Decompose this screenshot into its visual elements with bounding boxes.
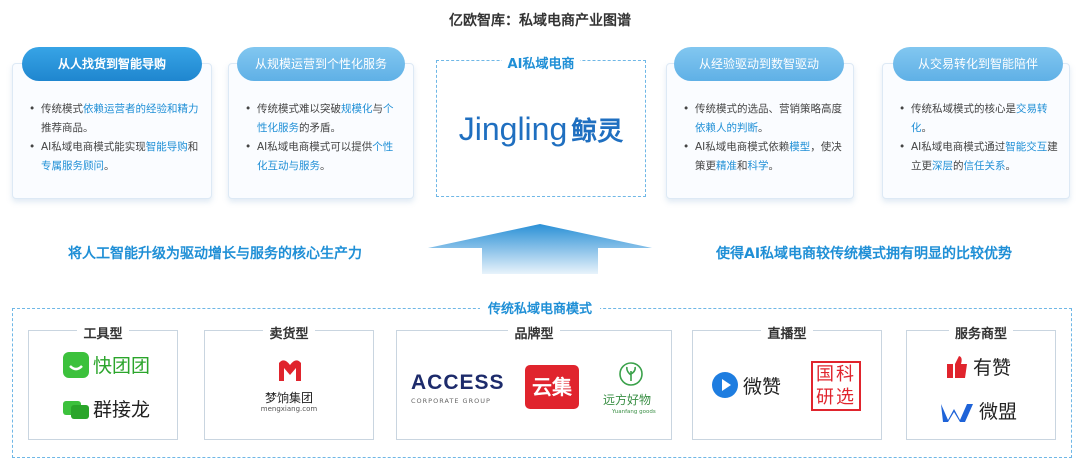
yuanfang-name: 远方好物 [603,393,652,407]
card-3-bullet-1: 传统模式的选品、营销策略高度依赖人的判断。 [681,100,843,138]
card-2-bullet-2: AI私域电商模式可以提供个性化互动与服务。 [243,138,403,176]
qunjielong-icon [63,400,89,419]
weizan-logo: 微赞 [711,371,781,399]
mengxiang-name: 梦饷集团 [264,391,313,405]
qunjielong-logo: 群接龙 [63,395,150,422]
card-2-bullet-1: 传统模式难以突破规模化与个性化服务的矛盾。 [243,100,403,138]
bottom-title: 传统私域电商模式 [479,302,600,317]
card-4-bullet-2: AI私域电商模式通过智能交互建立更深层的信任关系。 [897,138,1059,176]
yuanfang-icon [619,362,643,386]
card-header-4: 从交易转化到智能陪伴 [893,47,1063,81]
card-1: 传统模式依赖运营者的经验和精力推荐商品。 AI私域电商模式能实现智能导购和专属服… [12,63,212,199]
category-brand: 品牌型 ACCESS CORPORATE GROUP 云集 远方好物 Yuanf… [396,327,672,440]
category-live-label: 直播型 [761,327,813,342]
card-1-bullet-2: AI私域电商模式能实现智能导购和专属服务顾问。 [27,138,201,176]
card-3: 传统模式的选品、营销策略高度依赖人的判断。 AI私域电商模式依赖模型，使决策更精… [666,63,854,199]
category-seller: 卖货型 梦饷集团 mengxiang.com [204,327,374,440]
weizan-icon [712,372,738,398]
mid-right-text: 使得AI私域电商较传统模式拥有明显的比较优势 [716,246,1013,262]
yunji-logo: 云集 [525,365,579,409]
card-4-bullet-1: 传统私域模式的核心是交易转化。 [897,100,1059,138]
card-1-bullet-1: 传统模式依赖运营者的经验和精力推荐商品。 [27,100,201,138]
youzan-icon [947,355,967,378]
category-brand-label: 品牌型 [508,327,560,342]
access-subtitle: CORPORATE GROUP [411,397,491,405]
guokeyanxuan-logo: 国科研选 [811,361,861,411]
category-service-label: 服务商型 [948,327,1013,342]
category-service: 服务商型 有赞 微盟 [906,327,1056,440]
jingling-logo-cn: 鲸灵 [571,116,624,146]
yuanfang-subtitle: Yuanfang goods [612,409,656,415]
weimeng-logo: 微盟 [941,397,1017,424]
category-live: 直播型 微赞 国科研选 [692,327,882,440]
card-header-1: 从人找货到智能导购 [22,47,202,81]
center-title: AI私域电商 [501,57,581,72]
category-tool-label: 工具型 [77,327,129,342]
mengxiang-icon [279,360,301,381]
kuaituantuan-logo: 快团团 [63,351,150,378]
card-4: 传统私域模式的核心是交易转化。 AI私域电商模式通过智能交互建立更深层的信任关系… [882,63,1070,199]
page-title: 亿欧智库：私域电商产业图谱 [449,13,631,29]
card-header-3: 从经验驱动到数智驱动 [674,47,844,81]
jingling-logo-en: Jingling [458,111,568,147]
up-arrow-icon [428,224,652,274]
card-3-bullet-2: AI私域电商模式依赖模型，使决策更精准和科学。 [681,138,843,176]
access-logo: ACCESS [411,371,505,394]
weimeng-icon [941,403,973,422]
mengxiang-url: mengxiang.com [260,405,318,413]
card-2: 传统模式难以突破规模化与个性化服务的矛盾。 AI私域电商模式可以提供个性化互动与… [228,63,414,199]
mid-left-text: 将人工智能升级为驱动增长与服务的核心生产力 [68,246,362,262]
category-tool: 工具型 快团团 群接龙 [28,327,178,440]
kuaituantuan-icon [63,351,89,378]
card-header-2: 从规模运营到个性化服务 [237,47,405,81]
category-seller-label: 卖货型 [263,327,315,342]
youzan-logo: 有赞 [945,353,1011,380]
